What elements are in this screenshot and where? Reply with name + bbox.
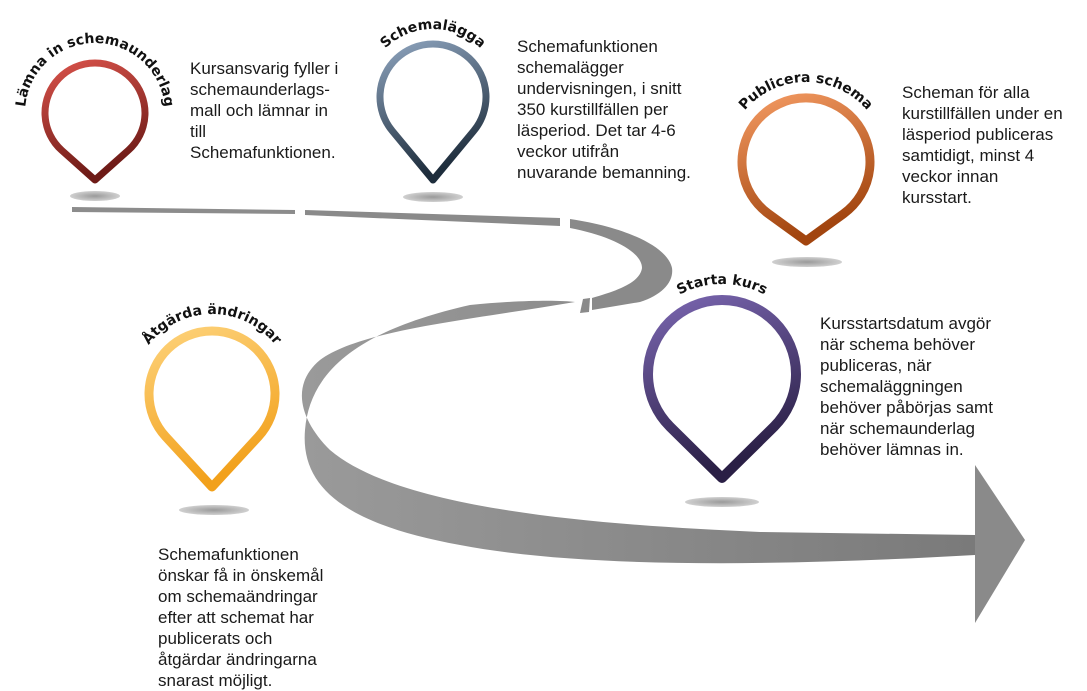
pin-marker-atgarda <box>144 326 280 492</box>
road-segment-3 <box>570 219 673 310</box>
pin-label-starta-kurs: Starta kurs <box>674 272 770 298</box>
step-description-atgarda: Schemafunktionen önskar få in önskemål o… <box>158 545 324 690</box>
step-description-schemalagga: Schemafunktionen schemalägger undervisni… <box>517 37 691 182</box>
step-description-lamna-in: Kursansvarig fyller i schemaunderlags- m… <box>190 59 339 162</box>
road-segment-2 <box>305 210 560 226</box>
pin-marker-starta-kurs <box>643 295 801 483</box>
pin-shadow-atgarda <box>179 505 249 515</box>
pins: Lämna in schemaunderlagSchemaläggaPublic… <box>13 17 876 515</box>
step-description-starta-kurs: Kursstartsdatum avgör när schema behöver… <box>820 314 993 459</box>
pin-shadow-publicera <box>772 257 842 267</box>
pin-shadow-starta-kurs <box>685 497 759 507</box>
road-segment-1 <box>72 207 295 214</box>
pin-shadow-schemalagga <box>403 192 463 202</box>
road-segment-4 <box>580 298 590 313</box>
pin-marker-publicera <box>737 93 875 246</box>
step-description-publicera: Scheman för alla kurstillfällen under en… <box>902 83 1063 207</box>
road-main <box>301 300 975 564</box>
road <box>72 207 1025 623</box>
pin-marker-lamna-in <box>41 59 149 184</box>
pin-marker-schemalagga <box>376 40 490 184</box>
pin-shadow-lamna-in <box>70 191 120 201</box>
road-arrow-head <box>975 465 1025 623</box>
